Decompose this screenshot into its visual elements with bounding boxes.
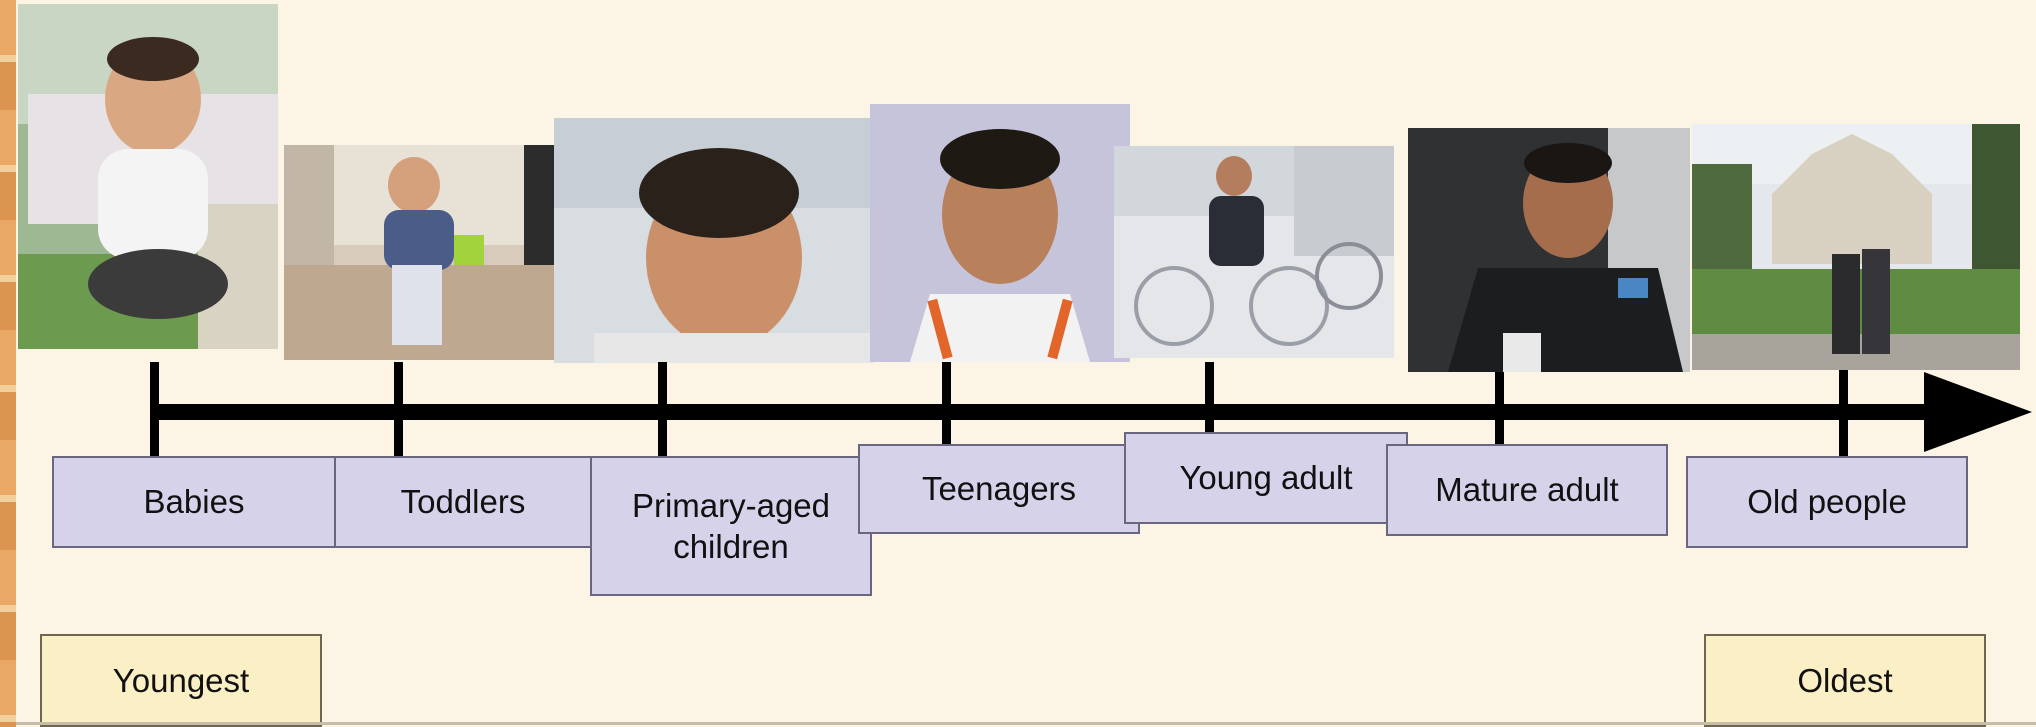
stage-label-babies: Babies	[52, 456, 336, 548]
toddler-walking-photo	[284, 145, 574, 360]
stage-label-old-people: Old people	[1686, 456, 1968, 548]
tick-primary-aged-children	[658, 362, 667, 458]
stage-label-young-adult: Young adult	[1124, 432, 1408, 524]
tick-young-adult	[1205, 362, 1214, 434]
timeline-axis	[150, 404, 1930, 420]
tick-teenagers	[942, 362, 951, 448]
teenager-portrait-photo	[870, 104, 1130, 362]
tick-old-people	[1839, 370, 1848, 458]
baby-sitting-photo	[18, 4, 278, 349]
child-face-photo	[554, 118, 874, 363]
mature-adult-mug-photo	[1408, 128, 1690, 372]
stage-label-teenagers: Teenagers	[858, 444, 1140, 534]
old-couple-building-photo	[1692, 124, 2020, 370]
tick-mature-adult	[1495, 372, 1504, 448]
stage-label-toddlers: Toddlers	[334, 456, 592, 548]
tick-babies	[150, 362, 159, 458]
stage-label-mature-adult: Mature adult	[1386, 444, 1668, 536]
bottom-border-line	[16, 722, 2036, 725]
timeline-arrowhead	[1924, 372, 2032, 452]
stage-label-primary-aged-children: Primary-aged children	[590, 456, 872, 596]
tick-toddlers	[394, 362, 403, 458]
left-decorative-strip	[0, 0, 16, 727]
oldest-label: Oldest	[1704, 634, 1986, 727]
young-adult-bicycles-photo	[1114, 146, 1394, 358]
youngest-label: Youngest	[40, 634, 322, 727]
